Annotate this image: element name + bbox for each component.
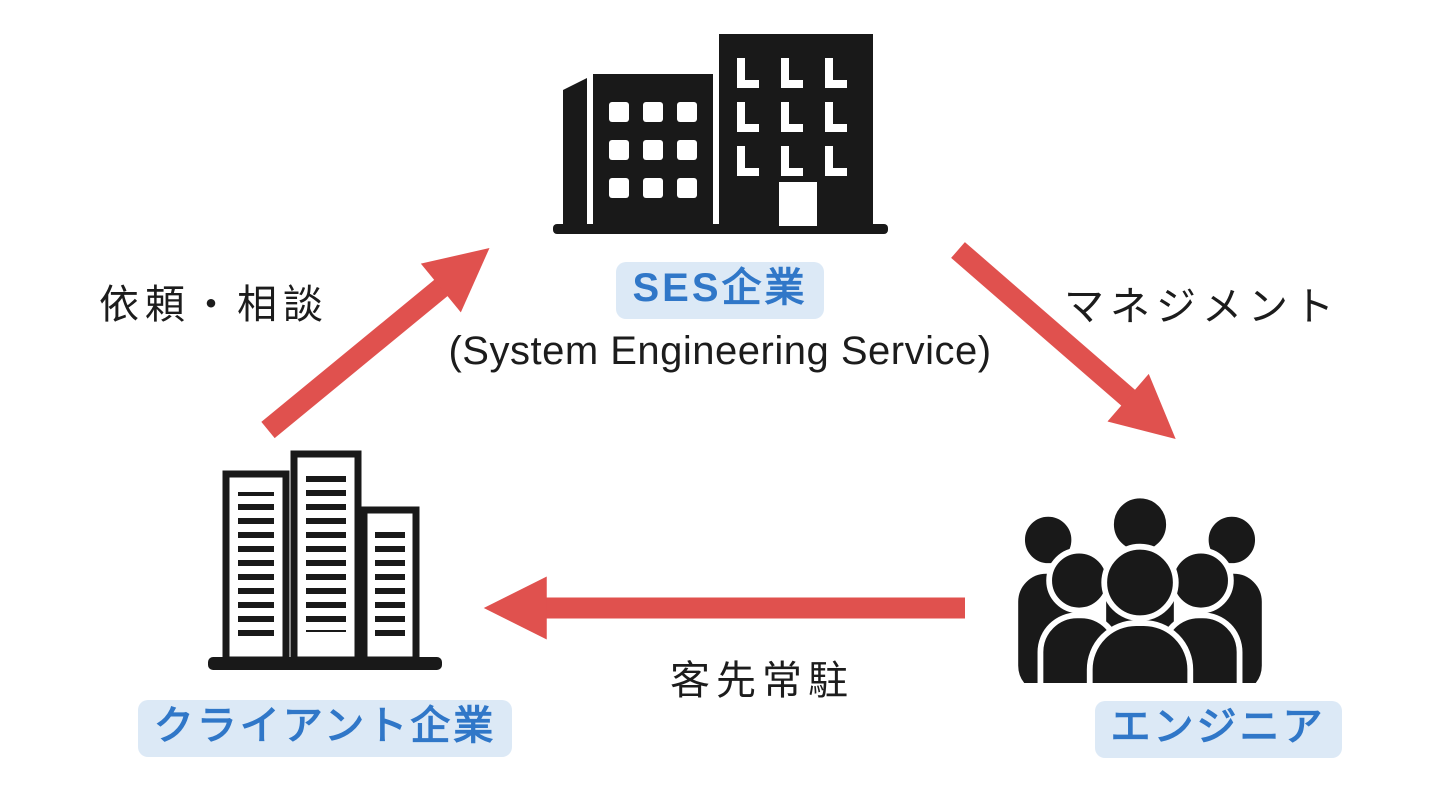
- node-ses-company: SES企業 (System Engineering Service): [448, 28, 991, 374]
- people-group-icon: [1012, 492, 1268, 683]
- node-engineer: エンジニア: [990, 480, 1342, 758]
- arrow-management-ses-to-engineer: [951, 242, 1176, 439]
- edge-label-request: 依頼・相談: [99, 283, 329, 327]
- arrow-request-client-to-ses: [261, 248, 490, 439]
- office-buildings-icon: [552, 34, 888, 234]
- engineer-label: エンジニア: [1094, 701, 1342, 758]
- client-buildings-icon: [208, 450, 442, 670]
- edge-label-onsite: 客先常駐: [670, 659, 854, 703]
- client-company-label: クライアント企業: [137, 700, 513, 757]
- node-client-company: クライアント企業: [137, 448, 513, 757]
- edge-label-management: マネジメント: [1064, 285, 1340, 329]
- ses-company-label: SES企業: [616, 262, 824, 319]
- ses-company-sublabel: (System Engineering Service): [448, 329, 992, 373]
